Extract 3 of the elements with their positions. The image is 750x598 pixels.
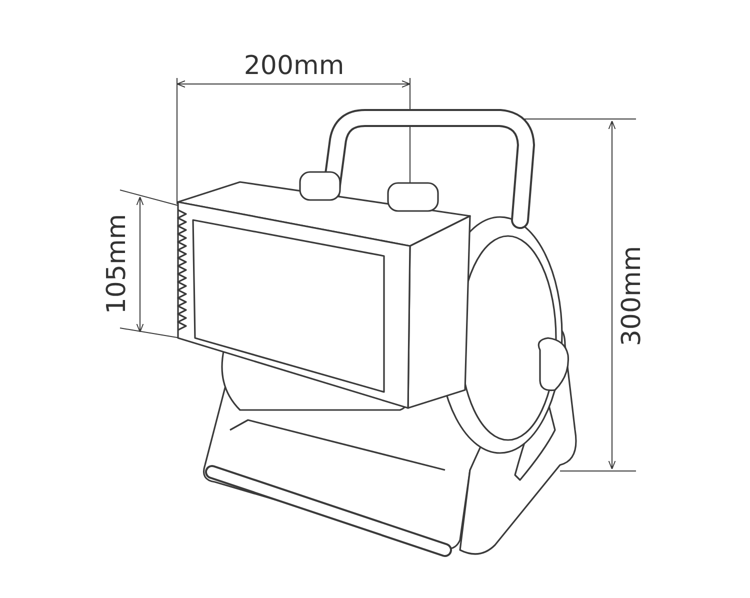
dimension-label: 200mm: [244, 53, 344, 79]
dimension-label: 300mm: [619, 246, 645, 346]
dimension-label: 105mm: [104, 214, 130, 314]
